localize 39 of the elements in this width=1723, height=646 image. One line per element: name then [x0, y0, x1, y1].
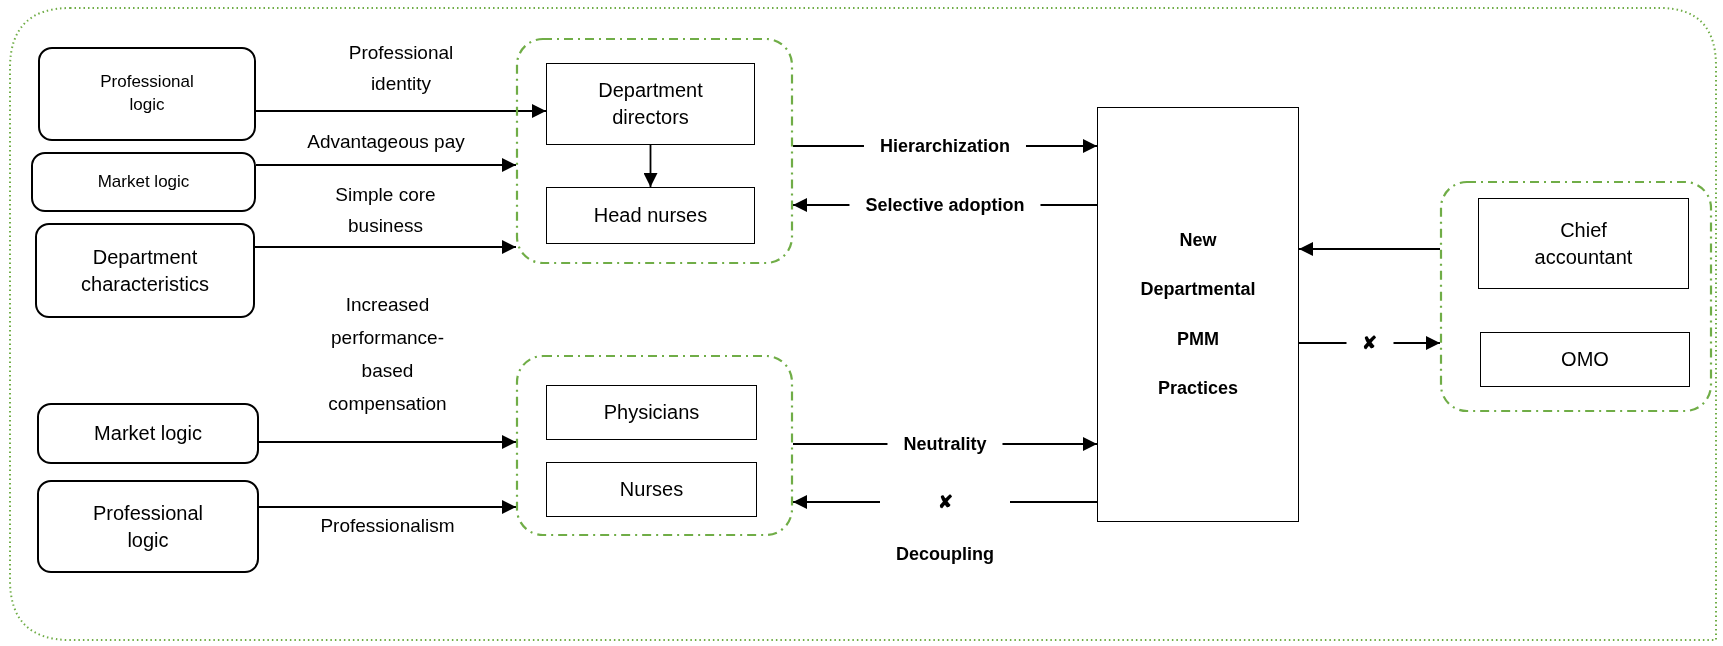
node-label: New Departmental PMM Practices [1139, 228, 1257, 400]
node-label: Department characteristics [80, 244, 210, 297]
actor-box [546, 187, 755, 244]
logic-box [31, 152, 256, 212]
edge-label: Advantageous pay [306, 129, 466, 154]
edge-label: Professional identity [347, 41, 455, 96]
node-label: Professional logic [99, 71, 195, 116]
edge-label: Professionalism [319, 514, 456, 538]
actor-box [1480, 332, 1690, 387]
arrow [255, 158, 517, 172]
node-label: Physicians [602, 400, 701, 425]
logic-box [37, 480, 259, 573]
practice-box [1097, 107, 1299, 522]
arrow [258, 435, 517, 449]
group-frame [1440, 181, 1712, 412]
node-label: Nurses [618, 477, 685, 502]
arrow [254, 240, 517, 254]
node-label: Chief accountant [1533, 217, 1634, 270]
actor-box [546, 462, 757, 517]
arrow [255, 104, 547, 118]
actor-box [1478, 198, 1689, 289]
group-frame [516, 38, 793, 264]
node-label: Department directors [597, 78, 704, 130]
edge-label: Increased performance-based compensation [327, 293, 448, 416]
logic-box [37, 403, 259, 464]
edge-label: Simple core business [334, 183, 437, 238]
node-label: OMO [1560, 347, 1610, 372]
logic-box [38, 47, 256, 141]
node-label: Head nurses [592, 203, 709, 228]
actor-box [546, 385, 757, 440]
node-label: Market logic [93, 421, 203, 446]
arrow [643, 144, 658, 188]
group-frame [516, 355, 793, 536]
arrow [258, 500, 517, 514]
node-label: Market logic [96, 170, 191, 193]
node-label: Professional logic [91, 500, 205, 553]
actor-box [546, 63, 755, 145]
logic-box [35, 223, 255, 318]
arrow [1298, 242, 1441, 256]
